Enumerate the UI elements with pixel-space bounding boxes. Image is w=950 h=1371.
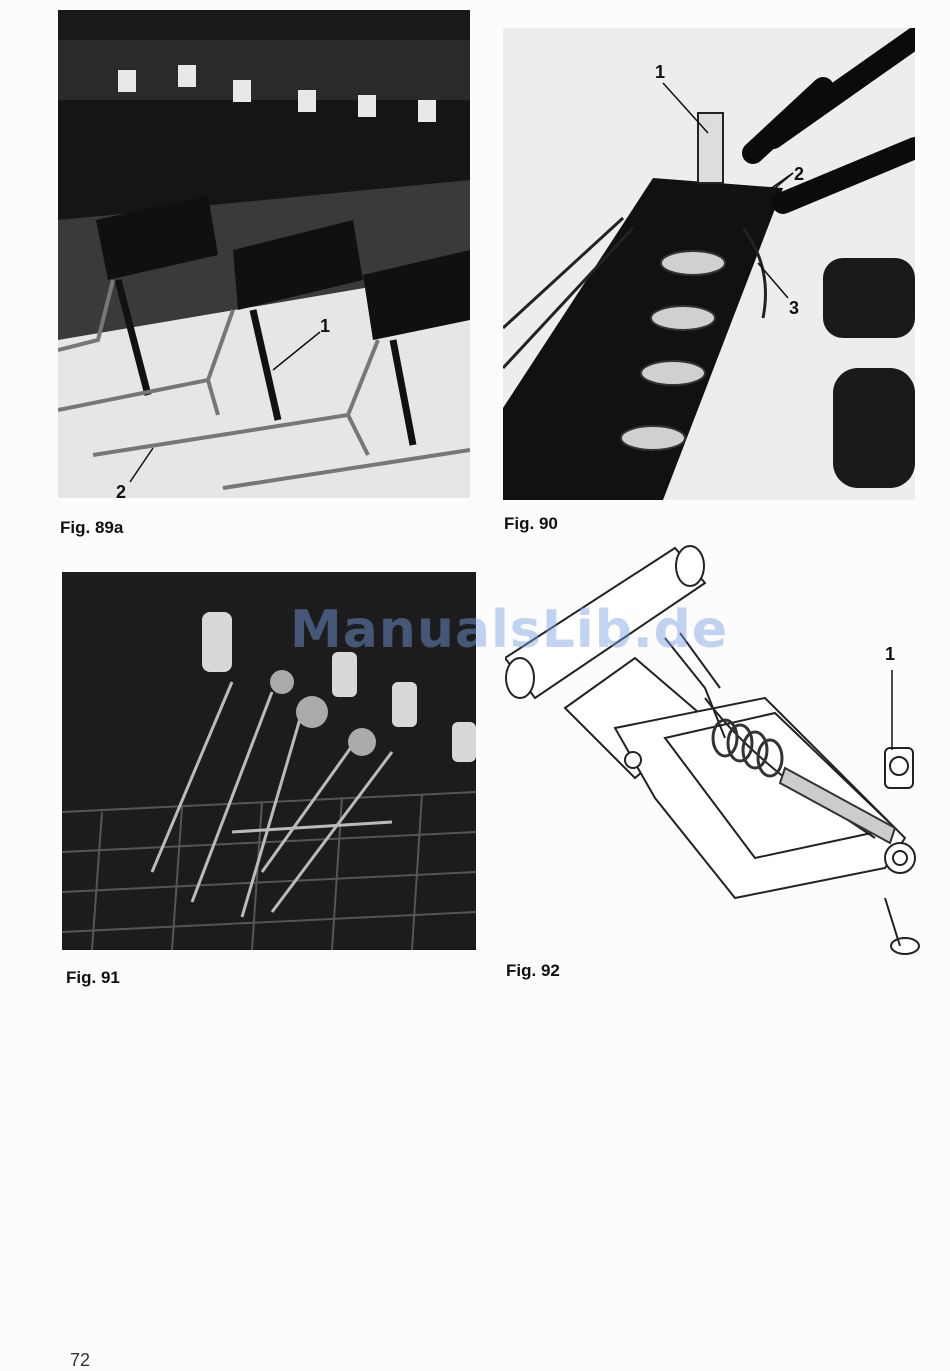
figure-91-caption: Fig. 91 (66, 968, 120, 988)
leader-lines-90 (503, 28, 915, 500)
figure-90-caption: Fig. 90 (504, 514, 558, 534)
watermark: ManualsLib.de (290, 600, 728, 660)
figure-92-caption: Fig. 92 (506, 961, 560, 981)
figure-89a-caption: Fig. 89a (60, 518, 123, 538)
leader-lines-89a (58, 10, 470, 498)
